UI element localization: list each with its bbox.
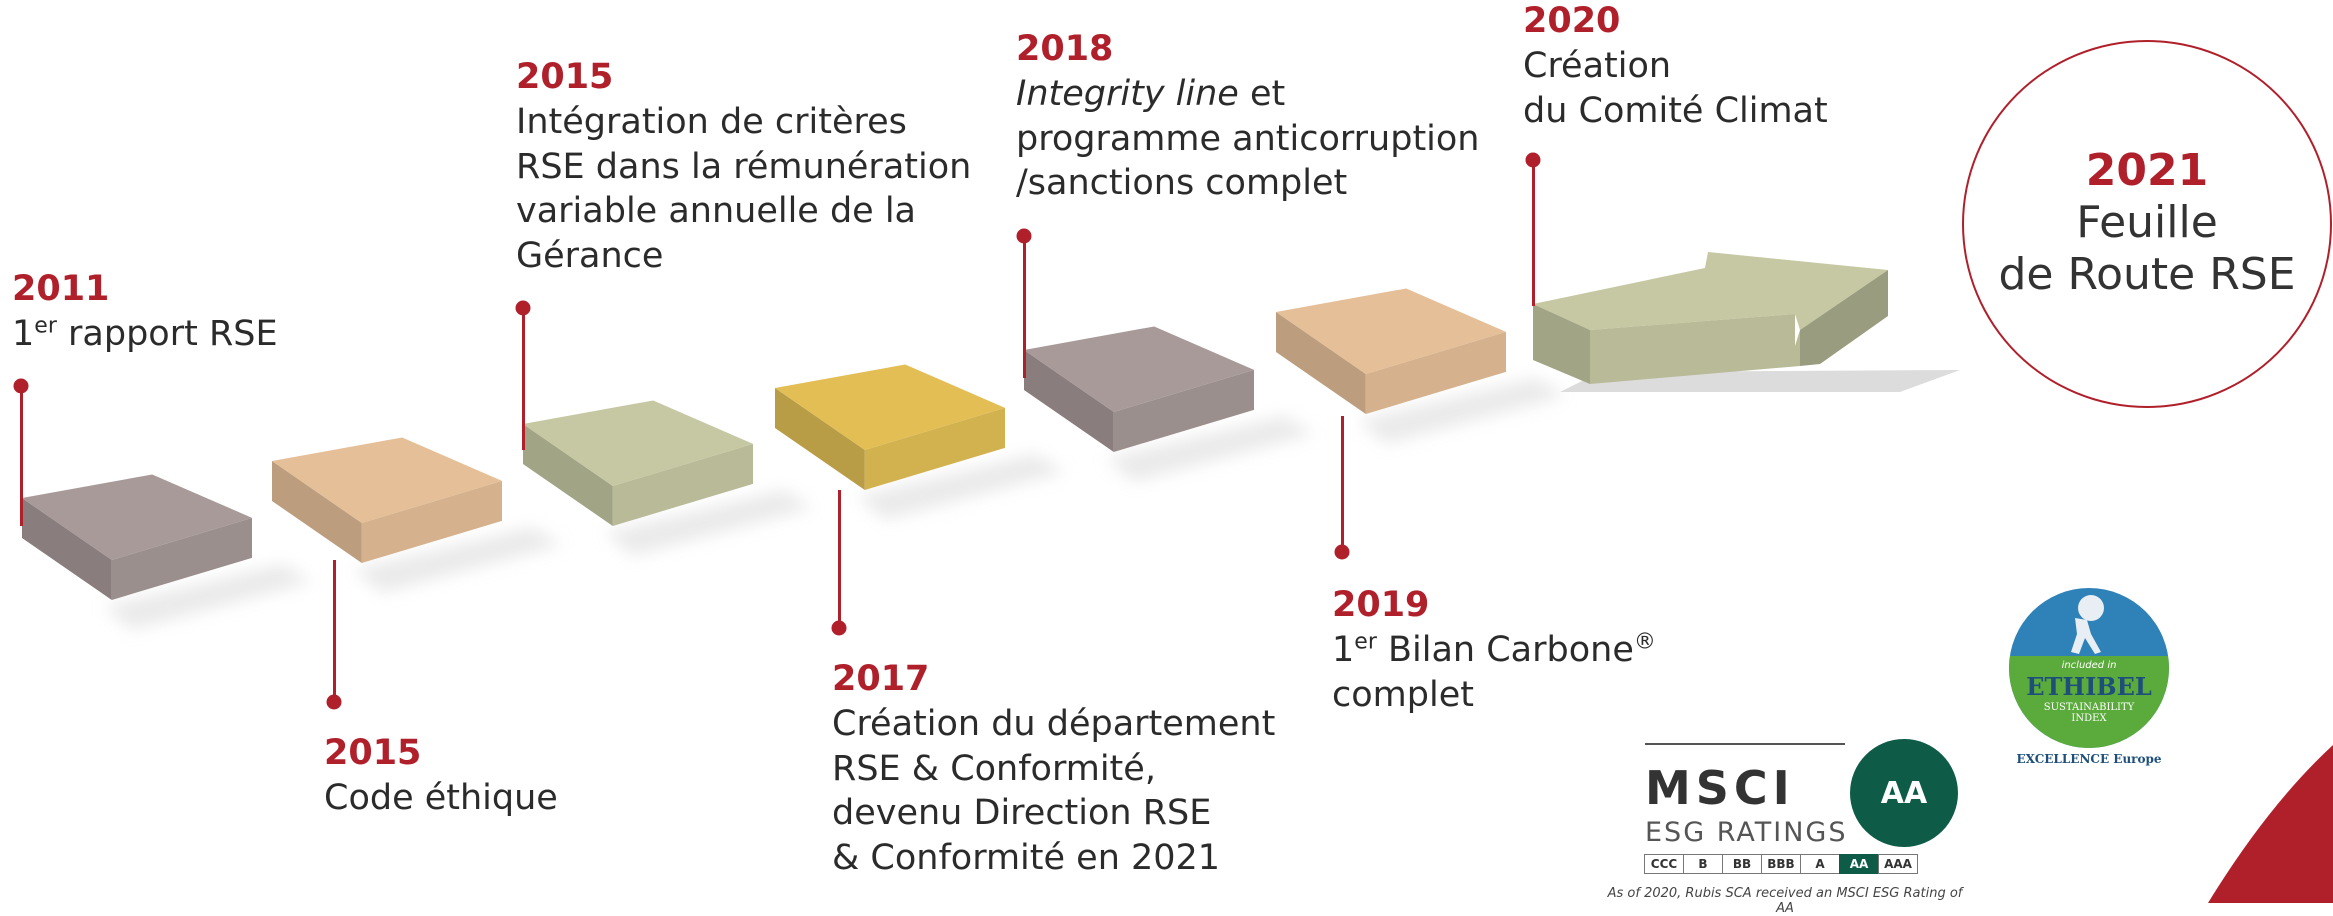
milestone-text: 1er rapport RSE: [12, 313, 278, 354]
msci-rating-circle: AA: [1850, 739, 1958, 847]
milestone-text: Création du département RSE & Conformité…: [832, 703, 1276, 879]
block-shadow: [1357, 377, 1566, 444]
milestone-year: 2020: [1523, 1, 1621, 41]
connector-dot-2011: [13, 378, 29, 394]
block-front-face: [612, 443, 753, 526]
block-shadow: [103, 563, 312, 630]
block-front-face: [111, 517, 252, 600]
block-front-face: [864, 407, 1005, 490]
milestone-year: 2015: [324, 733, 422, 773]
block-top-face: [22, 474, 252, 560]
milestone-text: Création du Comité Climat: [1523, 45, 1828, 131]
ethibel-badge: included in ETHIBEL SUSTAINABILITY INDEX…: [2009, 588, 2169, 778]
msci-subtitle: ESG RATINGS: [1645, 817, 1848, 848]
block-top-face: [523, 400, 753, 486]
milestone-year: 2019: [1332, 585, 1430, 625]
block-shadow: [604, 489, 813, 556]
goal-line1: Feuille: [2076, 196, 2218, 248]
arrow-left-face: [1533, 304, 1590, 384]
msci-divider: [1645, 743, 1845, 745]
connector-dot-2017: [831, 620, 847, 636]
arrow-head-face: [1800, 270, 1888, 366]
connector-dot-2018: [1016, 228, 1032, 244]
connector-2017: [838, 490, 841, 628]
milestone-2015-remuneration: 2015 Intégration de critères RSE dans la…: [516, 56, 971, 279]
block-left-face: [1276, 312, 1366, 414]
scale-b: B: [1683, 854, 1723, 874]
atlas-figure-icon: [2071, 595, 2104, 654]
block-top-face: [272, 437, 502, 523]
connector-2015a: [333, 560, 336, 702]
block-shadow: [1105, 415, 1314, 482]
block-front-face: [1365, 331, 1506, 414]
goal-line2: de Route RSE: [1998, 249, 2296, 301]
corner-decoration: [2208, 745, 2333, 903]
connector-dot-2015b: [515, 300, 531, 316]
block-shadow: [856, 453, 1065, 520]
milestone-text: 1er Bilan Carbone® complet: [1332, 629, 1656, 715]
connector-2020: [1532, 160, 1535, 306]
connector-dot-2020: [1525, 152, 1541, 168]
milestone-year: 2017: [832, 659, 930, 699]
milestone-2017: 2017 Création du département RSE & Confo…: [832, 658, 1275, 881]
scale-ccc: CCC: [1644, 854, 1684, 874]
milestone-year: 2018: [1016, 29, 1114, 69]
scale-bb: BB: [1722, 854, 1762, 874]
ethibel-logo: included in ETHIBEL SUSTAINABILITY INDEX: [2009, 588, 2169, 748]
scale-a: A: [1800, 854, 1840, 874]
goal-year: 2021: [2085, 144, 2209, 196]
ethibel-index: SUSTAINABILITY INDEX: [2043, 702, 2135, 724]
block-left-face: [272, 461, 362, 563]
arrow-front-face: [1590, 314, 1800, 384]
msci-note: As of 2020, Rubis SCA received an MSCI E…: [1607, 886, 1963, 916]
block-top-face: [1276, 288, 1506, 374]
connector-2019: [1341, 416, 1344, 552]
milestone-2015-code: 2015 Code éthique: [324, 732, 558, 821]
block-left-face: [775, 388, 865, 490]
connector-dot-2019: [1334, 544, 1350, 560]
milestone-2020: 2020 Création du Comité Climat: [1523, 0, 1828, 133]
block-left-face: [22, 498, 112, 600]
ethibel-included: included in: [2061, 660, 2117, 671]
connector-dot-2015a: [326, 694, 342, 710]
block-front-face: [1113, 369, 1254, 452]
scale-aaa: AAA: [1878, 854, 1918, 874]
connector-2015b: [522, 308, 525, 450]
block-left-face: [1024, 350, 1114, 452]
milestone-text: Code éthique: [324, 777, 558, 818]
block-shadow: [353, 526, 562, 593]
milestone-2019: 2019 1er Bilan Carbone® complet: [1332, 584, 1656, 717]
milestone-2011: 2011 1er rapport RSE: [12, 268, 278, 357]
milestone-year: 2011: [12, 269, 110, 309]
goal-2021-circle: 2021 Feuille de Route RSE: [1962, 40, 2332, 408]
ethibel-excellence: EXCELLENCE Europe: [2016, 752, 2162, 766]
block-top-face: [775, 364, 1005, 450]
connector-2011: [20, 386, 23, 526]
msci-logo: MSCI: [1645, 761, 1795, 815]
block-front-face: [361, 480, 502, 563]
msci-rating-scale: CCC B BB BBB A AA AAA: [1644, 854, 1918, 874]
milestone-year: 2015: [516, 57, 614, 97]
milestone-text: Integrity line et programme anticorrupti…: [1016, 73, 1480, 204]
scale-bbb: BBB: [1761, 854, 1801, 874]
connector-2018: [1023, 236, 1026, 378]
ethibel-name: ETHIBEL: [2026, 672, 2152, 701]
msci-esg-badge: MSCI ESG RATINGS AA CCC B BB BBB A AA AA…: [1600, 725, 1970, 916]
arrow-top-face: [1533, 252, 1888, 330]
block-left-face: [523, 424, 613, 526]
milestone-text: Intégration de critères RSE dans la rému…: [516, 101, 972, 277]
block-top-face: [1024, 326, 1254, 412]
milestone-2018: 2018 Integrity line et programme anticor…: [1016, 28, 1480, 206]
scale-aa: AA: [1839, 854, 1879, 874]
